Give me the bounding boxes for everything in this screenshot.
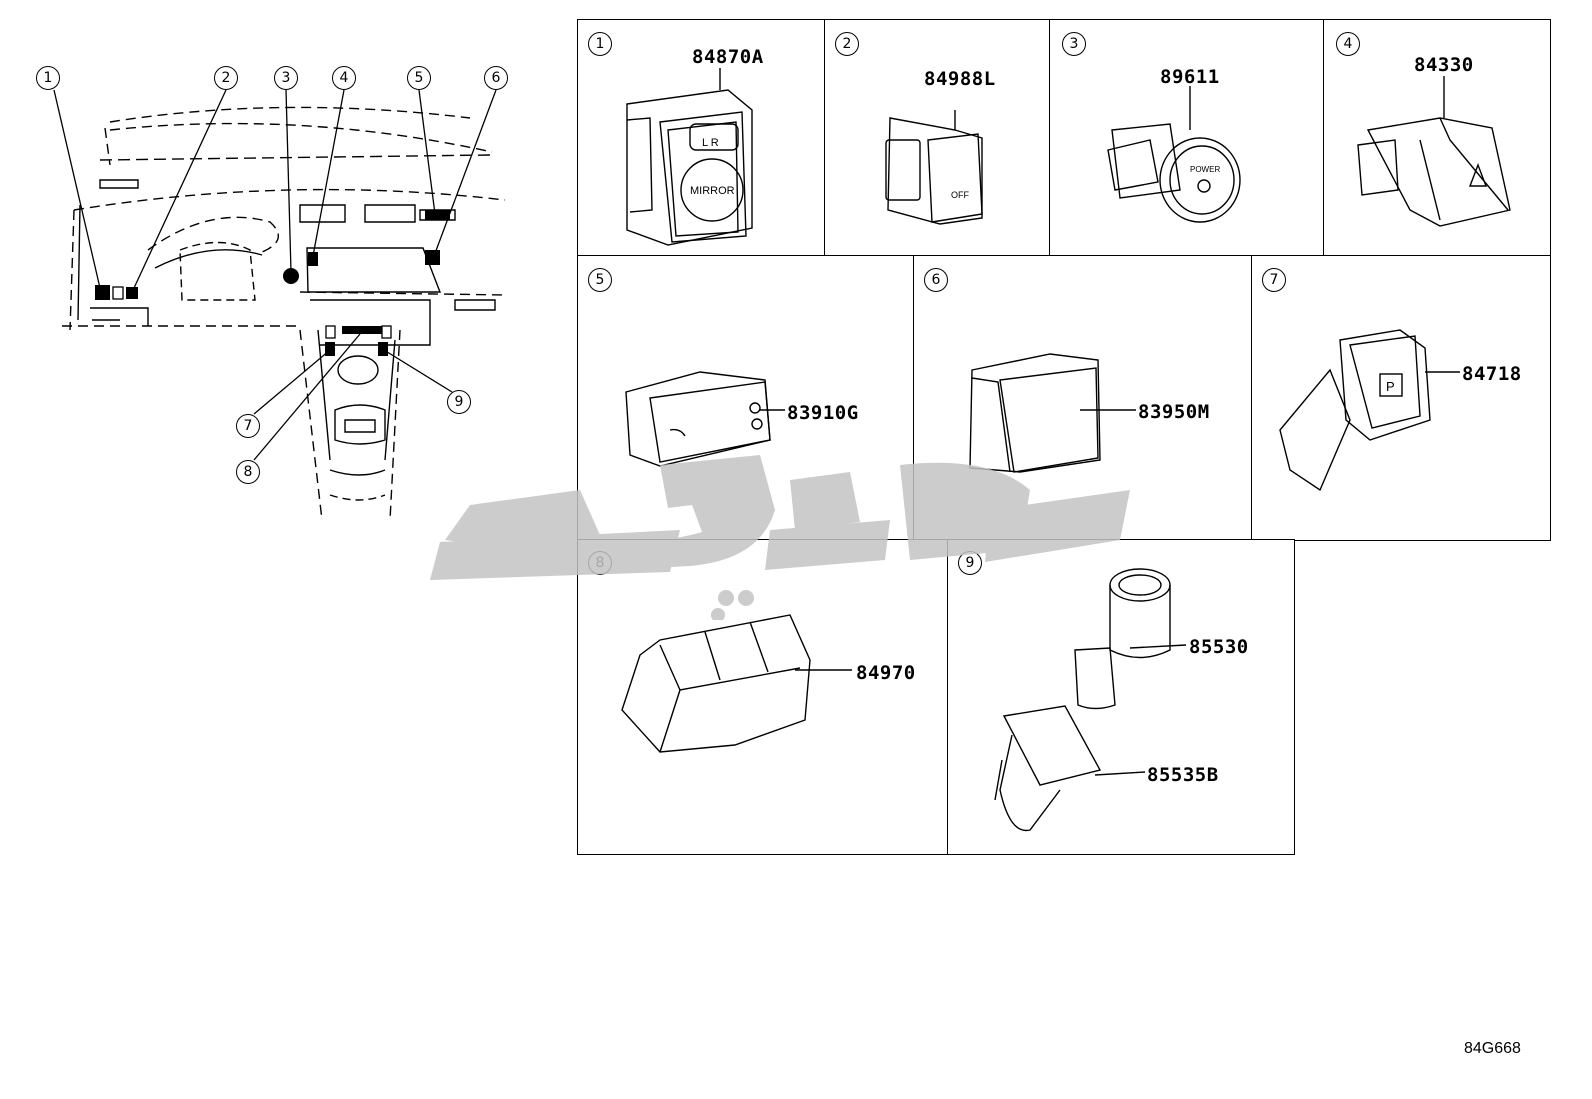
overview-callout-1: 1	[36, 66, 60, 90]
overview-callout-3: 3	[274, 66, 298, 90]
overview-callout-8: 8	[236, 460, 260, 484]
overview-callout-6: 6	[484, 66, 508, 90]
panel-number-2: 2	[835, 32, 859, 56]
part-number-83910G: 83910G	[787, 402, 859, 424]
parking-p-label: P	[1386, 379, 1395, 394]
panel-9	[947, 539, 1295, 855]
overview-callout-7: 7	[236, 414, 260, 438]
panel-1	[577, 19, 826, 257]
panel-number-5: 5	[588, 268, 612, 292]
power-label: POWER	[1190, 165, 1220, 174]
part-number-84988L: 84988L	[924, 68, 996, 90]
panel-3	[1049, 19, 1325, 257]
panel-number-4: 4	[1336, 32, 1360, 56]
diagram-reference-code: 84G668	[1464, 1040, 1521, 1057]
part-number-85535B: 85535B	[1147, 764, 1219, 786]
overview-callout-9: 9	[447, 390, 471, 414]
dashboard-overview-drawing	[53, 89, 506, 521]
mirror-label: MIRROR	[690, 185, 735, 197]
panel-7	[1251, 255, 1551, 541]
panel-number-3: 3	[1062, 32, 1086, 56]
part-number-85530: 85530	[1189, 636, 1249, 658]
part-number-84870A: 84870A	[692, 46, 764, 68]
part-number-84970: 84970	[856, 662, 916, 684]
panel-4	[1323, 19, 1551, 257]
part-number-84330: 84330	[1414, 54, 1474, 76]
panel-number-9: 9	[958, 551, 982, 575]
overview-callout-2: 2	[214, 66, 238, 90]
panel-8	[577, 539, 949, 855]
mirror-switch-letters: L R	[702, 137, 719, 149]
vsc-off-label: OFF	[951, 190, 969, 200]
part-number-89611: 89611	[1160, 66, 1220, 88]
panel-number-6: 6	[924, 268, 948, 292]
panel-2	[824, 19, 1051, 257]
panel-number-1: 1	[588, 32, 612, 56]
part-number-84718: 84718	[1462, 363, 1522, 385]
overview-callout-4: 4	[332, 66, 356, 90]
part-number-83950M: 83950M	[1138, 401, 1210, 423]
panel-number-7: 7	[1262, 268, 1286, 292]
overview-callout-5: 5	[407, 66, 431, 90]
watermark-logo	[430, 455, 1130, 620]
